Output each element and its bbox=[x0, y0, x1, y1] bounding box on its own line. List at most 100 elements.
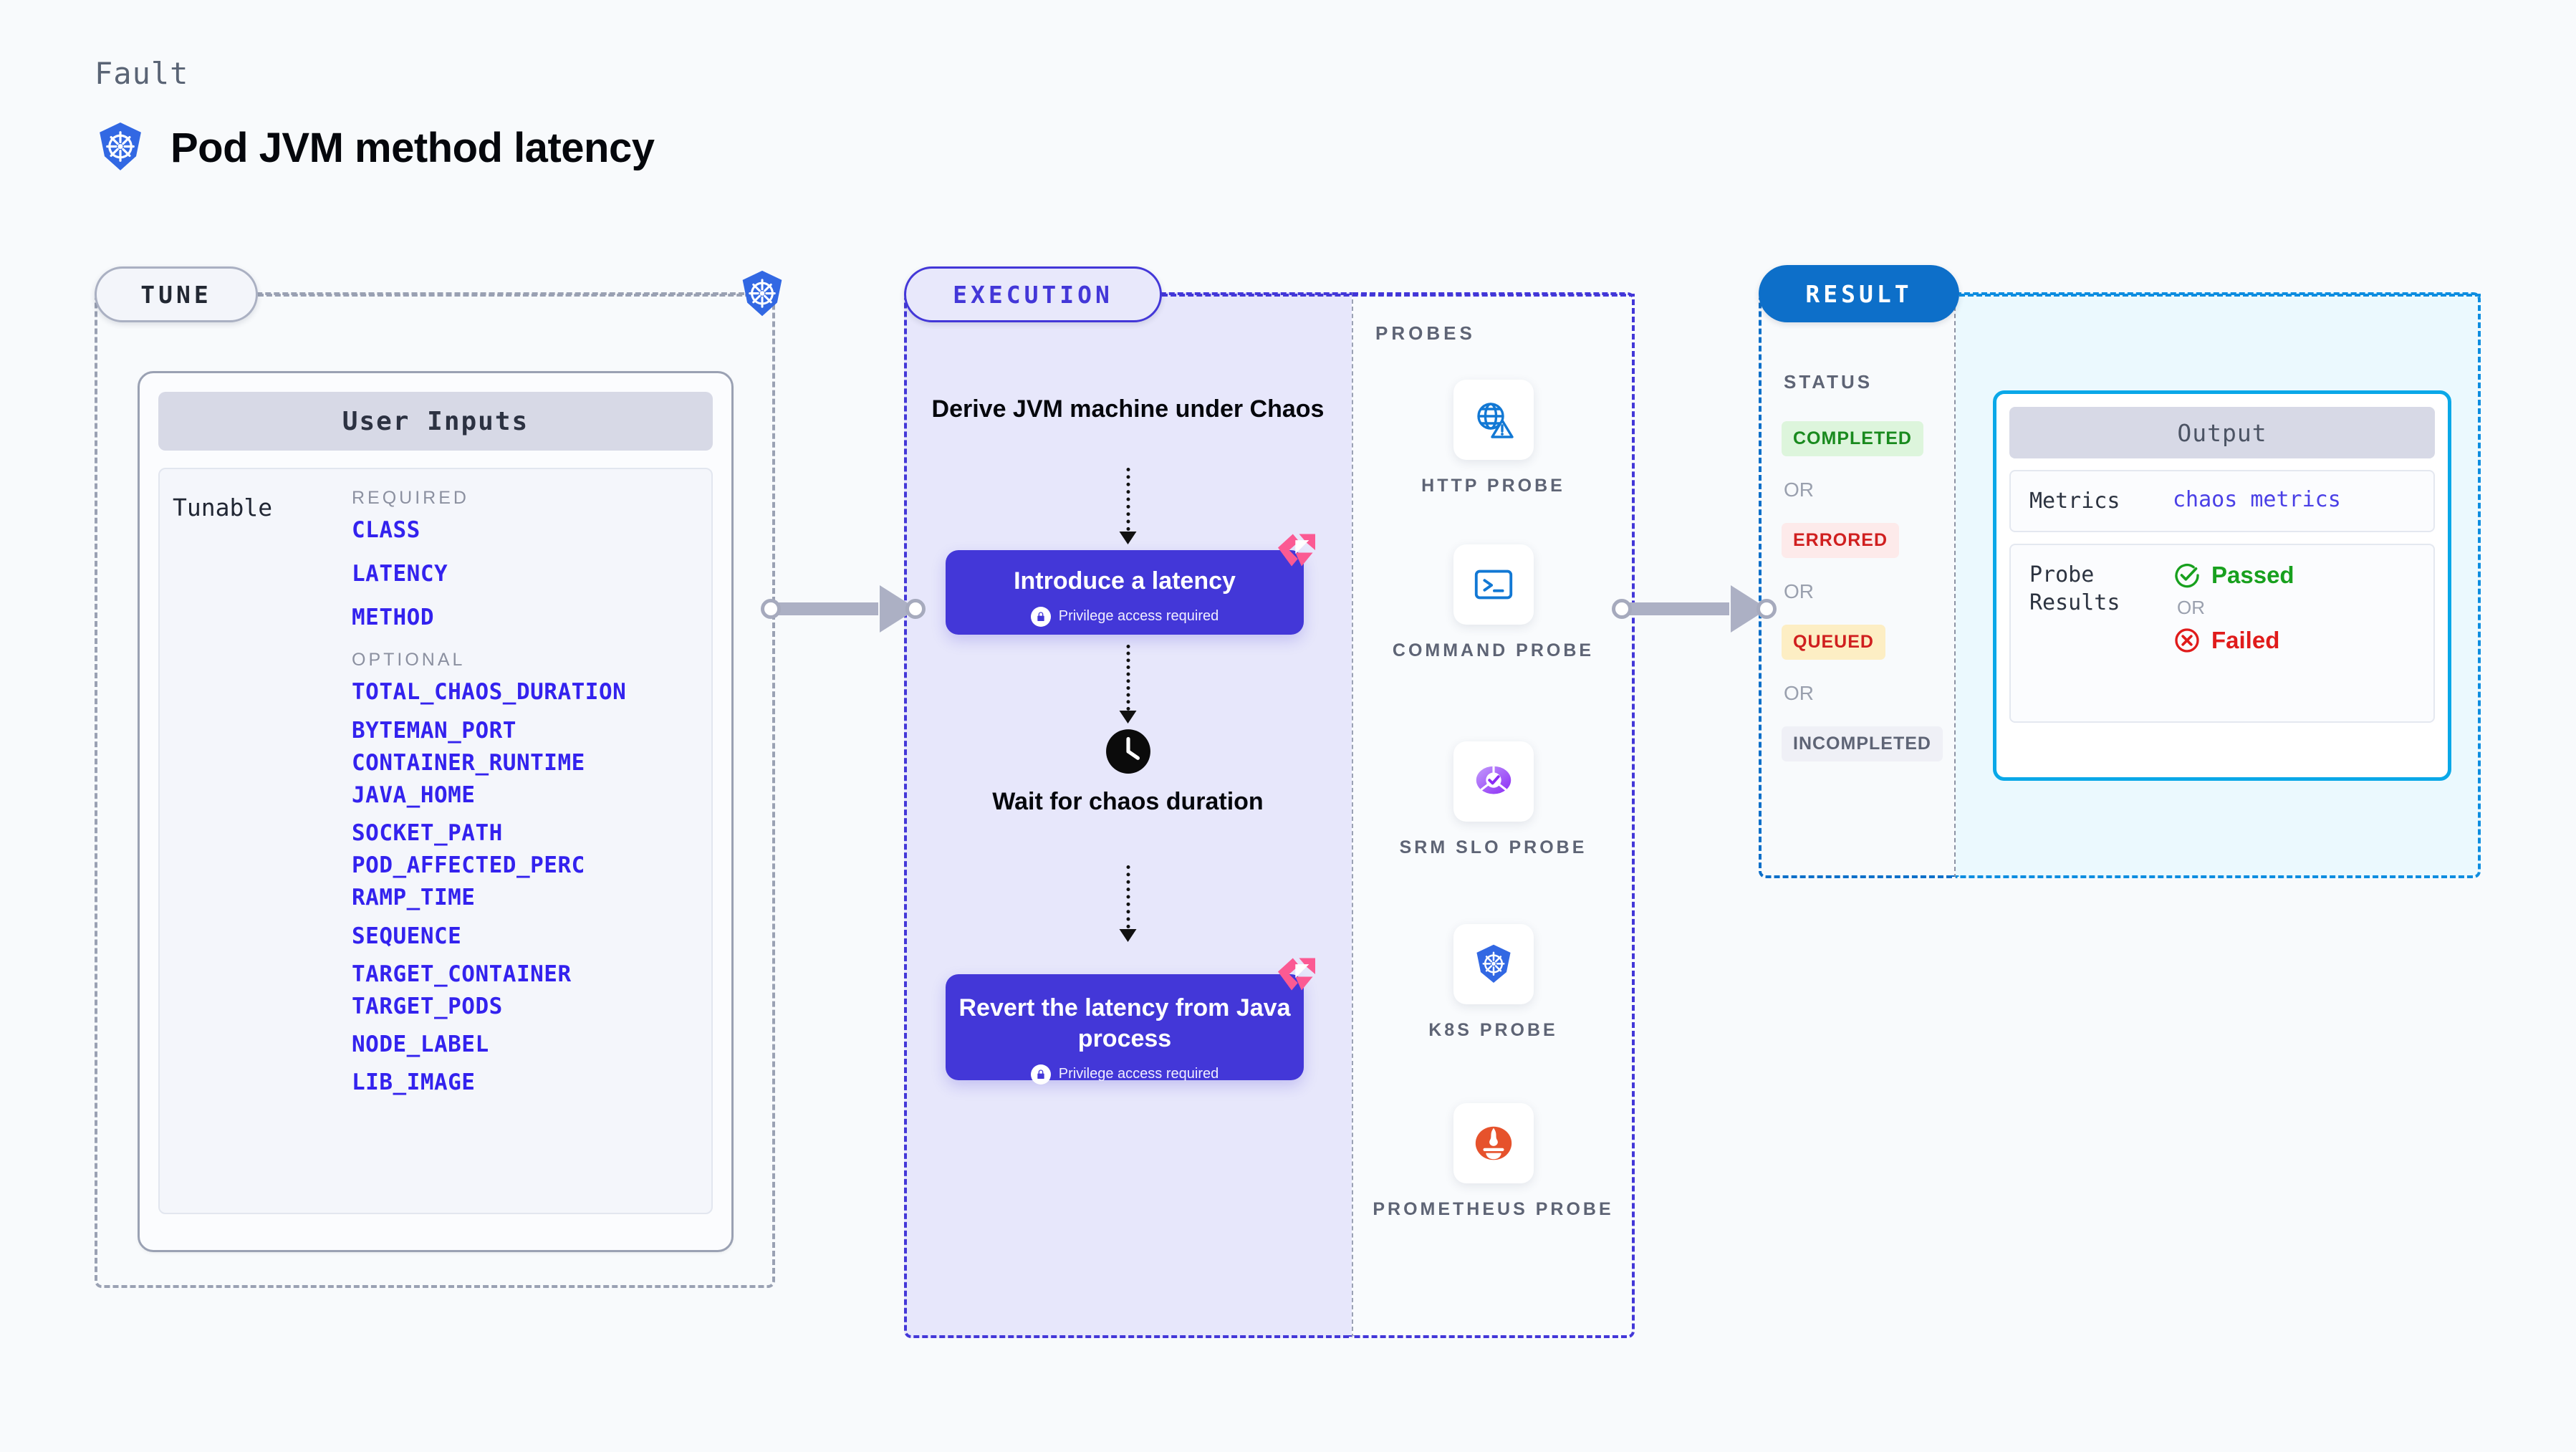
probe-tile bbox=[1453, 741, 1534, 822]
lock-icon bbox=[1030, 606, 1051, 627]
connector-tune-to-execution bbox=[761, 579, 926, 639]
srm-slo-icon bbox=[1476, 766, 1511, 794]
node-subtitle: Privilege access required bbox=[1058, 608, 1219, 625]
status-badge-incompleted: INCOMPLETED bbox=[1782, 726, 1943, 761]
probe-srm-slo[interactable]: SRM SLO PROBE bbox=[1352, 741, 1635, 860]
param-java-home[interactable]: JAVA_HOME bbox=[352, 782, 476, 808]
kubernetes-icon-svg bbox=[100, 122, 141, 170]
execution-connector-line bbox=[1162, 294, 1635, 297]
probe-tile bbox=[1453, 924, 1534, 1004]
param-method[interactable]: METHOD bbox=[352, 605, 434, 631]
arrow-introduce-to-wait bbox=[1119, 645, 1137, 723]
status-title: STATUS bbox=[1784, 371, 1873, 393]
user-inputs-card: User Inputs Tunable REQUIRED CLASS LATEN… bbox=[138, 371, 734, 1252]
node-subtitle-row: Privilege access required bbox=[946, 1064, 1304, 1085]
wait-step-title: Wait for chaos duration bbox=[992, 788, 1264, 815]
node-subtitle: Privilege access required bbox=[1058, 1066, 1219, 1082]
output-card: Output Metrics chaos metrics Probe Resul… bbox=[1993, 390, 2451, 781]
connector-execution-to-result bbox=[1612, 579, 1777, 639]
param-latency[interactable]: LATENCY bbox=[352, 561, 448, 587]
param-ramp-time[interactable]: RAMP_TIME bbox=[352, 885, 476, 911]
param-node-label[interactable]: NODE_LABEL bbox=[352, 1032, 489, 1058]
param-target-pods[interactable]: TARGET_PODS bbox=[352, 993, 503, 1019]
execution-node-revert-latency[interactable]: Revert the latency from Java process Pri… bbox=[946, 958, 1315, 1085]
param-target-container[interactable]: TARGET_CONTAINER bbox=[352, 961, 572, 987]
metrics-key: Metrics bbox=[2029, 489, 2120, 514]
node-title: Revert the latency from Java process bbox=[958, 994, 1291, 1052]
execution-flow: Derive JVM machine under Chaos Introduce… bbox=[904, 292, 1352, 1338]
probe-label: SRM SLO PROBE bbox=[1399, 837, 1587, 857]
arrow-wait-to-revert bbox=[1119, 865, 1137, 942]
param-sequence[interactable]: SEQUENCE bbox=[352, 923, 462, 949]
probe-k8s[interactable]: K8S PROBE bbox=[1352, 924, 1635, 1043]
page-title: Pod JVM method latency bbox=[170, 124, 655, 171]
parameters-column: REQUIRED CLASS LATENCY METHOD OPTIONAL T… bbox=[352, 488, 706, 1213]
output-title: Output bbox=[2009, 407, 2435, 458]
kubernetes-icon bbox=[1476, 944, 1511, 984]
connector-end-dot bbox=[905, 599, 926, 619]
user-inputs-title: User Inputs bbox=[158, 392, 713, 451]
clock-icon bbox=[1105, 728, 1152, 779]
status-or-3: OR bbox=[1784, 682, 1814, 704]
probe-label: K8S PROBE bbox=[1428, 1020, 1558, 1040]
connector-line bbox=[771, 602, 878, 615]
probe-prometheus[interactable]: PROMETHEUS PROBE bbox=[1352, 1103, 1635, 1222]
param-pod-affected-perc[interactable]: POD_AFFECTED_PERC bbox=[352, 852, 585, 879]
kubernetes-icon bbox=[93, 120, 148, 175]
x-circle-icon bbox=[2175, 628, 2199, 653]
param-byteman-port[interactable]: BYTEMAN_PORT bbox=[352, 717, 516, 744]
result-pill[interactable]: RESULT bbox=[1759, 265, 1959, 322]
tune-connector-line bbox=[258, 294, 768, 297]
probe-http[interactable]: HTTP PROBE bbox=[1352, 380, 1635, 499]
check-circle-icon bbox=[2175, 563, 2199, 588]
page-header: Pod JVM method latency bbox=[93, 120, 655, 175]
connector-end-dot bbox=[1756, 599, 1777, 619]
output-row-probe-results: Probe Results Passed OR Faile bbox=[2009, 544, 2435, 723]
execution-section bbox=[904, 292, 1352, 1338]
metrics-value[interactable]: chaos metrics bbox=[2173, 487, 2341, 512]
derive-step-title: Derive JVM machine under Chaos bbox=[931, 395, 1325, 423]
execution-pill[interactable]: EXECUTION bbox=[904, 266, 1162, 322]
probe-result-or: OR bbox=[2177, 597, 2205, 618]
param-socket-path[interactable]: SOCKET_PATH bbox=[352, 820, 503, 847]
connector-start-dot bbox=[761, 599, 781, 619]
arrow-derive-to-introduce bbox=[1119, 468, 1137, 544]
probe-results-key: Probe Results bbox=[2029, 562, 2120, 615]
param-container-runtime[interactable]: CONTAINER_RUNTIME bbox=[352, 749, 585, 776]
tune-pill[interactable]: TUNE bbox=[95, 266, 258, 322]
status-or-2: OR bbox=[1784, 580, 1814, 602]
node-subtitle-row: Privilege access required bbox=[946, 606, 1304, 627]
execution-node-introduce-latency[interactable]: Introduce a latency Privilege access req… bbox=[946, 534, 1315, 635]
probe-result-passed: Passed bbox=[2173, 561, 2294, 590]
probe-tile bbox=[1453, 380, 1534, 460]
probe-label: PROMETHEUS PROBE bbox=[1373, 1199, 1614, 1219]
probe-result-failed: Failed bbox=[2173, 626, 2294, 655]
status-or-1: OR bbox=[1784, 479, 1814, 501]
tunable-label: Tunable bbox=[173, 494, 273, 521]
connector-start-dot bbox=[1612, 599, 1632, 619]
prometheus-icon bbox=[1475, 1126, 1512, 1160]
result-section bbox=[1759, 292, 1956, 878]
param-class[interactable]: CLASS bbox=[352, 517, 420, 543]
probe-tile bbox=[1453, 544, 1534, 625]
probe-results-value: Passed OR Failed bbox=[2173, 561, 2294, 706]
probe-command[interactable]: COMMAND PROBE bbox=[1352, 544, 1635, 663]
page-eyebrow: Fault bbox=[95, 56, 189, 91]
optional-group-label: OPTIONAL bbox=[352, 650, 466, 670]
result-connector-line bbox=[1959, 294, 2481, 297]
user-inputs-body: Tunable REQUIRED CLASS LATENCY METHOD OP… bbox=[158, 468, 713, 1214]
terminal-icon bbox=[1474, 569, 1512, 600]
param-lib-image[interactable]: LIB_IMAGE bbox=[352, 1069, 476, 1096]
probe-label: HTTP PROBE bbox=[1421, 476, 1565, 496]
status-badge-queued: QUEUED bbox=[1782, 625, 1885, 660]
litmus-chaos-icon bbox=[1278, 534, 1315, 567]
connector-line bbox=[1622, 602, 1729, 615]
probe-tile bbox=[1453, 1103, 1534, 1183]
status-badge-errored: ERRORED bbox=[1782, 523, 1900, 558]
litmus-chaos-icon bbox=[1278, 958, 1315, 991]
passed-label: Passed bbox=[2211, 562, 2294, 588]
probe-label: COMMAND PROBE bbox=[1392, 640, 1595, 660]
output-row-metrics: Metrics chaos metrics bbox=[2009, 470, 2435, 532]
param-total-chaos-duration[interactable]: TOTAL_CHAOS_DURATION bbox=[352, 679, 627, 706]
